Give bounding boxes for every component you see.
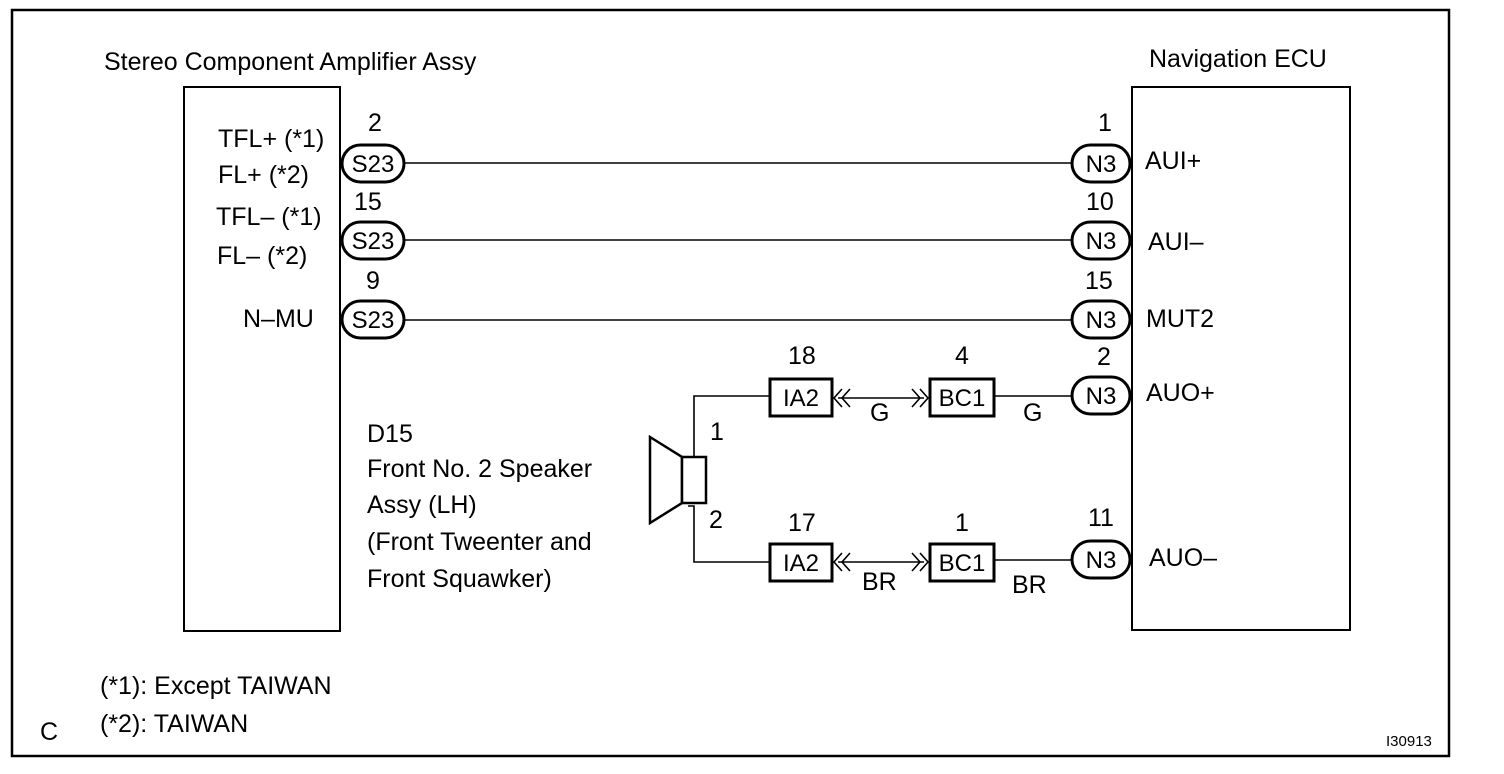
junction-ia2-bc1-bottom	[832, 552, 930, 572]
pin-number-s23-15: 15	[354, 188, 382, 216]
connector-n3-pin-10: N3	[1070, 220, 1132, 261]
speaker-code: D15	[367, 420, 413, 448]
pin-number-n3-10: 10	[1086, 188, 1114, 216]
connector-s23-pin-2: S23	[340, 143, 406, 184]
pin-label-fl-minus: FL– (*2)	[217, 242, 307, 270]
connector-s23-label: S23	[352, 151, 395, 178]
pin-number-s23-2: 2	[368, 109, 382, 137]
wire-color-br-2: BR	[1012, 571, 1047, 599]
wire-speaker-pin-2	[688, 505, 770, 563]
speaker-name-line-2: Assy (LH)	[367, 491, 477, 519]
connector-n3-label: N3	[1086, 151, 1117, 178]
pin-number-ia2-18: 18	[788, 342, 816, 370]
connector-ia2-pin-17: IA2	[768, 542, 834, 583]
pin-number-bc1-1: 1	[955, 509, 969, 537]
connector-n3-pin-15: N3	[1070, 299, 1132, 340]
connector-n3-label: N3	[1086, 547, 1117, 574]
pin-label-auo-plus: AUO+	[1146, 379, 1215, 407]
connector-ia2-pin-18: IA2	[768, 377, 834, 418]
connector-bc1-pin-1: BC1	[928, 542, 996, 583]
connector-n3-label: N3	[1086, 307, 1117, 334]
pin-label-fl-plus: FL+ (*2)	[218, 161, 309, 189]
figure-id: I30913	[1386, 733, 1432, 750]
wire-color-br-1: BR	[862, 568, 897, 596]
connector-n3-pin-11: N3	[1070, 539, 1132, 580]
connector-s23-pin-9: S23	[340, 299, 406, 340]
connector-s23-label: S23	[352, 228, 395, 255]
connector-ia2-label: IA2	[783, 385, 819, 412]
wire-color-g-2: G	[1023, 399, 1042, 427]
pin-number-s23-9: 9	[366, 267, 380, 295]
pin-label-n-mu: N–MU	[243, 305, 314, 333]
speaker-pin-number-1: 1	[710, 418, 724, 446]
corner-letter: C	[40, 718, 58, 746]
connector-s23-label: S23	[352, 307, 395, 334]
pin-label-tfl-minus: TFL– (*1)	[216, 203, 322, 231]
speaker-name-line-3: (Front Tweenter and	[367, 528, 592, 556]
amplifier-title: Stereo Component Amplifier Assy	[104, 48, 477, 76]
connector-bc1-label: BC1	[939, 385, 986, 412]
pin-number-n3-1: 1	[1098, 109, 1112, 137]
pin-number-n3-11: 11	[1088, 504, 1114, 532]
navigation-ecu-box	[1131, 86, 1351, 631]
pin-label-tfl-plus: TFL+ (*1)	[218, 125, 324, 153]
pin-number-ia2-17: 17	[788, 509, 816, 537]
speaker-name-line-1: Front No. 2 Speaker	[367, 455, 592, 483]
speaker-name-line-4: Front Squawker)	[367, 565, 552, 593]
connector-s23-pin-15: S23	[340, 220, 406, 261]
connector-n3-pin-2: N3	[1070, 375, 1132, 416]
connector-bc1-pin-4: BC1	[928, 377, 996, 418]
connector-ia2-label: IA2	[783, 550, 819, 577]
connector-bc1-label: BC1	[939, 550, 986, 577]
footnote-1: (*1): Except TAIWAN	[100, 672, 332, 700]
pin-label-auo-minus: AUO–	[1149, 544, 1217, 572]
ecu-title: Navigation ECU	[1149, 45, 1327, 73]
pin-label-aui-minus: AUI–	[1148, 228, 1204, 256]
connector-n3-label: N3	[1086, 383, 1117, 410]
connector-n3-pin-1: N3	[1070, 143, 1132, 184]
pin-label-aui-plus: AUI+	[1145, 147, 1201, 175]
pin-number-n3-15: 15	[1085, 267, 1113, 295]
pin-number-bc1-4: 4	[955, 342, 969, 370]
speaker-icon	[648, 434, 708, 526]
diagram-frame	[10, 8, 1451, 758]
pin-label-mut2: MUT2	[1146, 305, 1214, 333]
footnote-2: (*2): TAIWAN	[100, 710, 248, 738]
amplifier-box	[183, 86, 341, 632]
junction-ia2-bc1-top	[832, 388, 930, 408]
speaker-pin-number-2: 2	[709, 506, 723, 534]
pin-number-n3-2: 2	[1097, 343, 1111, 371]
wire-color-g-1: G	[870, 399, 889, 427]
connector-n3-label: N3	[1086, 228, 1117, 255]
